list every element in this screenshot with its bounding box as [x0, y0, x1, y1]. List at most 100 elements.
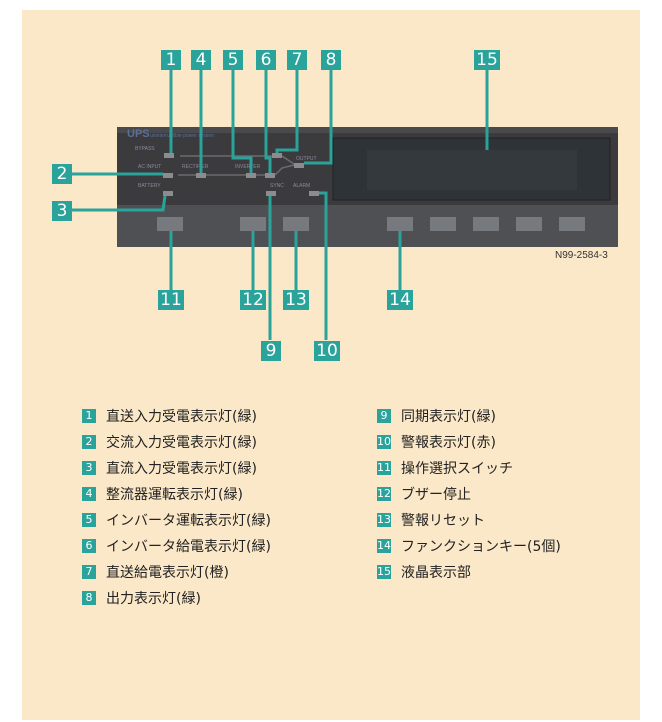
leader-6: [264, 66, 272, 173]
legend-text: 整流器運転表示灯(緑): [106, 487, 243, 503]
legend-number: 4: [82, 487, 96, 501]
legend-text: 交流入力受電表示灯(緑): [106, 435, 257, 451]
label-ac-input: AC INPUT: [138, 164, 161, 170]
legend-number: 13: [377, 513, 391, 527]
legend-item: 13 警報リセット: [377, 510, 485, 529]
legend-number: 10: [377, 435, 391, 449]
callout-1: 1: [161, 50, 181, 70]
callout-13: 13: [283, 290, 309, 310]
callout-14: 14: [387, 290, 413, 310]
callout-7: 7: [287, 50, 307, 70]
legend-text: ファンクションキー(5個): [401, 539, 561, 555]
ups-subtitle: uninterruptible power system: [150, 133, 214, 139]
callout-11: 11: [158, 290, 184, 310]
alarm-reset-button: [283, 217, 309, 231]
panel-button-strip: [117, 205, 618, 247]
ups-brand-label: UPS: [127, 128, 150, 140]
rectifier-lamp: [196, 173, 206, 178]
buzzer-stop-button: [240, 217, 266, 231]
function-key-2: [430, 217, 456, 231]
leader-lines: [72, 66, 489, 340]
lcd-screen: [367, 150, 577, 190]
legend-number: 7: [82, 565, 96, 579]
leader-7: [275, 66, 299, 153]
legend-text: 液晶表示部: [401, 565, 471, 581]
callout-15: 15: [474, 50, 500, 70]
label-output: OUTPUT: [296, 156, 317, 162]
legend-item: 7 直送給電表示灯(橙): [82, 562, 229, 581]
label-alarm: ALARM: [293, 183, 310, 189]
legend-number: 5: [82, 513, 96, 527]
legend-item: 12 ブザー停止: [377, 484, 471, 503]
legend-number: 8: [82, 591, 96, 605]
label-sync: SYNC: [270, 183, 284, 189]
legend-number: 9: [377, 409, 391, 423]
inverter-run-lamp: [246, 173, 256, 178]
legend-text: 警報表示灯(赤): [401, 435, 496, 451]
callout-6: 6: [256, 50, 276, 70]
legend-number: 1: [82, 409, 96, 423]
bypass-input-lamp: [164, 153, 174, 158]
output-lamp: [294, 163, 304, 168]
function-key-1: [387, 217, 413, 231]
sync-lamp: [266, 191, 276, 196]
legend-number: 12: [377, 487, 391, 501]
legend-text: 操作選択スイッチ: [401, 461, 513, 477]
callout-12: 12: [240, 290, 266, 310]
label-rectifier: RECTIFIER: [182, 164, 209, 170]
legend-item: 5 インバータ運転表示灯(緑): [82, 510, 271, 529]
legend-text: 出力表示灯(緑): [106, 591, 201, 607]
bypass-feed-lamp: [272, 153, 282, 158]
legend-text: 警報リセット: [401, 513, 485, 529]
ac-input-lamp: [163, 173, 173, 178]
legend-item: 1 直送入力受電表示灯(緑): [82, 406, 257, 425]
label-battery: BATTERY: [138, 183, 161, 189]
legend-item: 15 液晶表示部: [377, 562, 471, 581]
callout-9: 9: [261, 341, 281, 361]
legend-number: 11: [377, 461, 391, 475]
legend-item: 9 同期表示灯(緑): [377, 406, 496, 425]
callout-5: 5: [223, 50, 243, 70]
legend-number: 15: [377, 565, 391, 579]
legend-text: 同期表示灯(緑): [401, 409, 496, 425]
legend-text: インバータ給電表示灯(緑): [106, 539, 271, 555]
panel-top-edge: [117, 127, 618, 133]
legend-text: インバータ運転表示灯(緑): [106, 513, 271, 529]
leader-5: [231, 66, 253, 173]
legend-number: 6: [82, 539, 96, 553]
alarm-lamp: [309, 191, 319, 196]
function-key-5: [559, 217, 585, 231]
legend-item: 3 直流入力受電表示灯(緑): [82, 458, 257, 477]
label-bypass: BYPASS: [135, 146, 155, 152]
legend-item: 10 警報表示灯(赤): [377, 432, 496, 451]
legend-item: 8 出力表示灯(緑): [82, 588, 201, 607]
callout-2: 2: [52, 164, 72, 184]
legend-text: 直送給電表示灯(橙): [106, 565, 229, 581]
legend-text: 直流入力受電表示灯(緑): [106, 461, 257, 477]
callout-3: 3: [52, 201, 72, 221]
legend-text: 直送入力受電表示灯(緑): [106, 409, 257, 425]
dc-input-lamp: [163, 191, 173, 196]
callout-4: 4: [191, 50, 211, 70]
callout-8: 8: [321, 50, 341, 70]
mode-select-switch: [157, 217, 183, 231]
legend-number: 2: [82, 435, 96, 449]
figure-id: N99-2584-3: [555, 250, 608, 261]
callout-10: 10: [314, 341, 340, 361]
panel-flow-lines: [178, 155, 295, 176]
legend-text: ブザー停止: [401, 487, 471, 503]
label-inverter: INVERTER: [235, 164, 261, 170]
legend-number: 3: [82, 461, 96, 475]
leader-8: [304, 66, 333, 165]
function-key-3: [473, 217, 499, 231]
legend-item: 2 交流入力受電表示灯(緑): [82, 432, 257, 451]
function-key-4: [516, 217, 542, 231]
leader-10: [319, 191, 328, 340]
legend-item: 4 整流器運転表示灯(緑): [82, 484, 243, 503]
legend-item: 6 インバータ給電表示灯(緑): [82, 536, 271, 555]
leader-3: [72, 195, 167, 212]
inverter-feed-lamp: [265, 173, 275, 178]
legend-item: 11 操作選択スイッチ: [377, 458, 513, 477]
